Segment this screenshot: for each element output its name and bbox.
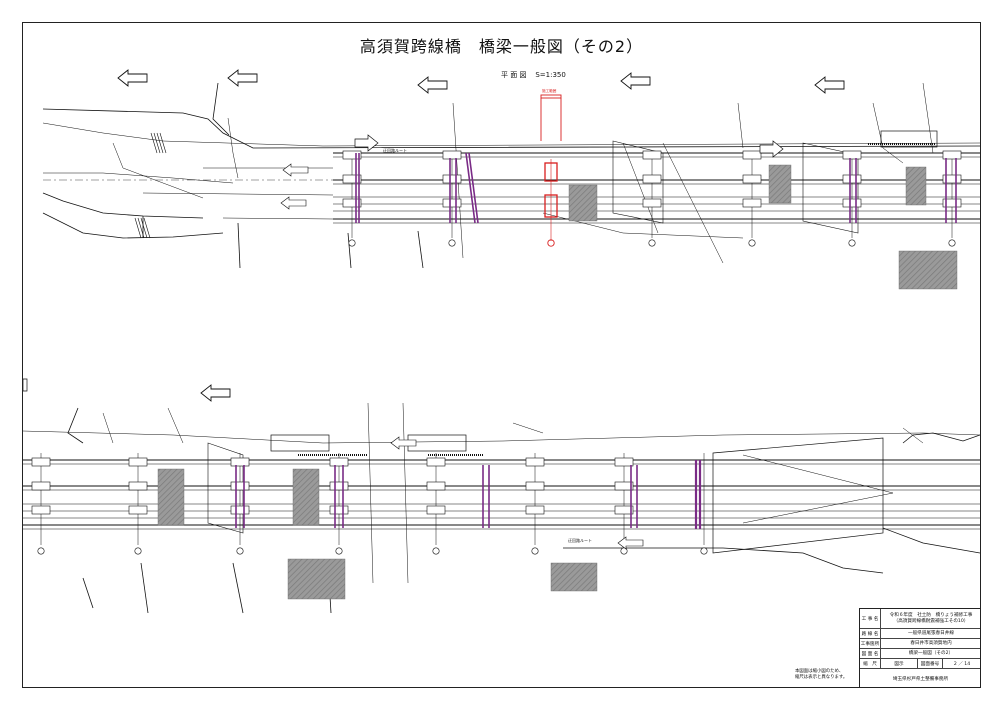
title-block: 工 事 名 令和６年度 社土防 橋りょう補修工事 （高須賀跨線橋耐震補強工その1… [859,608,980,687]
purple-members-lower [235,460,702,529]
title-block-row-project: 工 事 名 令和６年度 社土防 橋りょう補修工事 （高須賀跨線橋耐震補強工その1… [860,609,980,629]
title-block-row-scale: 縮 尺 図示 図面番号 2 ／ 14 [860,659,980,669]
route-key: 路 線 名 [860,629,881,638]
plan-scale: S=1:350 [535,71,566,79]
office-name: 埼玉県杉戸県土整備事務所 [892,676,949,682]
drawing-sheet: 迂回路ルート 迂回路ルート 施工範囲 高須賀跨線橋 橋梁一般図（その2） 平 面… [22,22,981,688]
plan-heading: 平 面 図 S=1:350 [501,70,566,80]
route-label-upper: 迂回路ルート [383,147,407,153]
title-block-row-route: 路 線 名 一般県道尾張春日井線 [860,629,980,639]
plan-upper [42,82,980,269]
highlight-area [540,94,562,247]
route-value: 一般県道尾張春日井線 [908,630,954,636]
reduction-note: 本図面は縮小図のため、 縮尺は表示と異なります。 [795,669,847,680]
stairs [134,132,936,456]
sheet-number-value: 2 ／ 14 [953,661,971,667]
sheet-number-key: 図面番号 [918,659,943,668]
direction-arrows-upper [117,69,845,210]
plan-drawing: 迂回路ルート 迂回路ルート 施工範囲 [23,69,980,614]
highlight-label: 施工範囲 [542,88,557,93]
project-value: 令和６年度 社土防 橋りょう補修工事 （高須賀跨線橋耐震補強工その10） [889,613,973,624]
site-value: 春日井市高須賀地内 [910,640,952,646]
drawing-value: 橋梁一般図（その2） [908,650,954,656]
scale-value: 図示 [881,659,918,668]
project-key: 工 事 名 [860,609,881,628]
route-label-lower: 迂回路ルート [568,537,592,543]
title-block-row-drawing: 図 面 名 橋梁一般図（その2） [860,649,980,659]
note-line-2: 縮尺は表示と異なります。 [795,674,848,680]
purple-members-upper [355,152,957,224]
sheet-title: 高須賀跨線橋 橋梁一般図（その2） [359,37,644,56]
direction-arrows-lower [23,378,644,550]
plan-label: 平 面 図 [501,71,527,79]
footings-upper [568,164,958,290]
title-block-row-site: 工事箇所 春日井市高須賀地内 [860,639,980,649]
scale-key: 縮 尺 [860,659,881,668]
note-line-1: 本図面は縮小図のため、 [795,669,844,674]
drawing-key: 図 面 名 [860,649,881,658]
footings-lower [157,468,598,600]
site-key: 工事箇所 [860,639,881,648]
